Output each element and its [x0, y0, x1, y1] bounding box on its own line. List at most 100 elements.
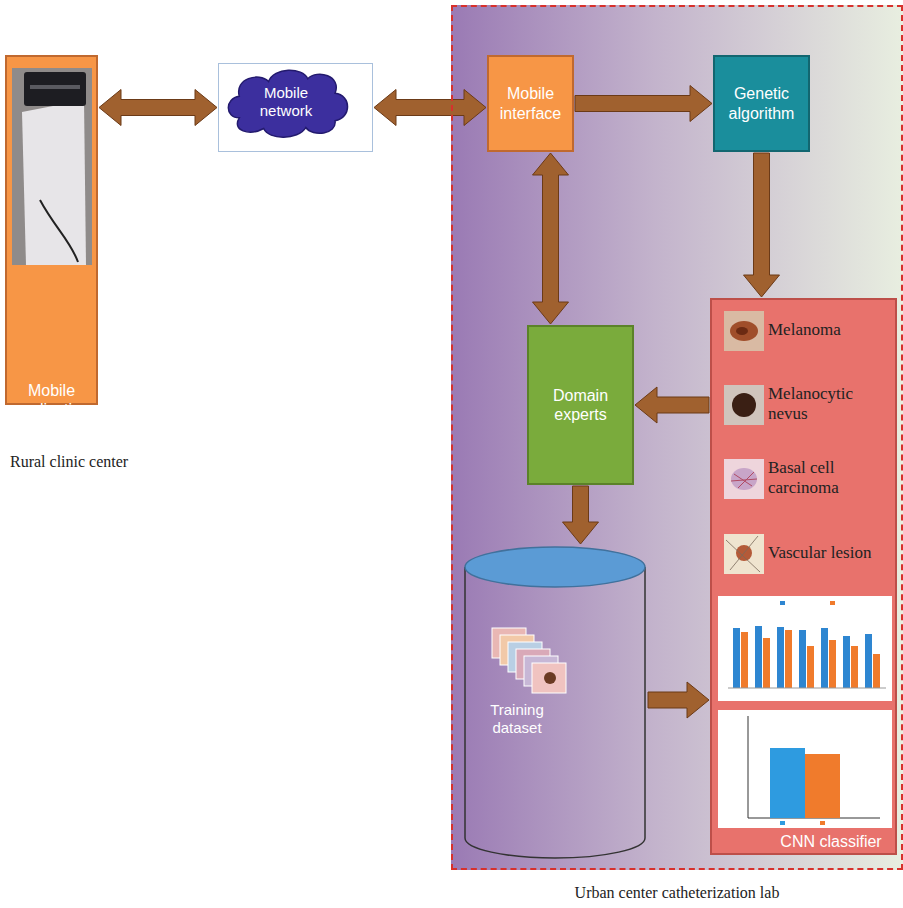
bar-chart: [718, 710, 892, 828]
dataset-thumbnails: [492, 628, 566, 693]
node-fill: [218, 63, 373, 152]
bar-chart: [829, 640, 836, 688]
bar-chart: [733, 628, 740, 688]
bar-chart: [718, 710, 892, 828]
node-fills: [5, 5, 903, 870]
bar-chart: [821, 628, 828, 688]
network-cloud: Mobile network: [218, 63, 373, 152]
block-arrow: [99, 90, 217, 126]
dataset-thumbnails: [532, 663, 566, 693]
dataset-cylinder: Training dataset: [463, 545, 647, 860]
dataset-thumbnails: [544, 672, 556, 684]
block-arrow: [374, 90, 486, 126]
block-arrow: [744, 153, 780, 297]
text-slot: Genetic algorithm: [717, 59, 806, 148]
block-arrow: [563, 486, 599, 544]
process-box: Mobile interface: [487, 55, 574, 152]
bar-chart: [718, 596, 892, 701]
phone-photo: [24, 72, 86, 106]
lesion-thumbnails: [736, 327, 748, 335]
text-slot: Melanoma: [768, 308, 892, 352]
label-text: Urban center catheterization lab: [575, 883, 780, 902]
bar-chart: [780, 821, 785, 825]
bar-chart: [763, 638, 770, 688]
label-text: Basal cell carcinoma: [768, 458, 892, 499]
bar-chart: [748, 716, 749, 818]
label-text: Vascular lesion: [768, 543, 871, 563]
app-box: Mobile application: [5, 55, 98, 405]
label-text: Melanoma: [768, 320, 841, 340]
process-box: Domain experts: [527, 325, 634, 485]
bar-chart: [865, 634, 872, 688]
node-fill: [451, 5, 903, 870]
block-arrow: [533, 153, 569, 324]
text-slot: Basal cell carcinoma: [768, 456, 892, 500]
bar-chart: [728, 688, 886, 689]
block-arrow: [648, 682, 709, 718]
label-text: Domain experts: [531, 386, 630, 424]
label-text: Rural clinic center: [10, 452, 128, 471]
text-slot: Vascular lesion: [768, 531, 892, 575]
text-slot: CNN classifier: [770, 831, 892, 853]
lesion-thumbnails: [724, 459, 764, 499]
bar-chart: [755, 626, 762, 688]
cloud-shape: [228, 70, 347, 137]
bar-chart: [785, 630, 792, 688]
block-arrow: [635, 387, 709, 423]
bar-chart: [777, 627, 784, 688]
bar-chart: [770, 748, 805, 818]
bar-chart: [851, 646, 858, 688]
node-fill: [713, 55, 810, 152]
node-fill: [710, 298, 897, 855]
label-text: Training dataset: [467, 701, 567, 737]
text-slot: Domain experts: [531, 329, 630, 481]
text-slot: Training dataset: [467, 693, 567, 745]
text-slot: Rural clinic center: [10, 450, 210, 474]
node-fill: [5, 55, 98, 405]
urban-region: Urban center catheterization labMobile i…: [451, 5, 903, 870]
node-fill: [487, 55, 574, 152]
bar-chart: [799, 630, 806, 688]
cylinder-top: [465, 547, 645, 587]
text-slot: Melanocytic nevus: [768, 382, 892, 426]
label-text: CNN classifier: [780, 832, 881, 851]
bar-chart: [718, 596, 892, 701]
label-text: Mobile network: [236, 84, 336, 120]
label-text: Mobile interface: [491, 84, 570, 122]
bar-chart: [780, 601, 785, 605]
lesion-thumbnails: [726, 536, 760, 572]
lesion-thumbnails: [724, 534, 764, 574]
phone-photo: [12, 68, 92, 265]
lesion-thumbnails: [732, 393, 756, 417]
bar-chart: [820, 821, 825, 825]
lesion-thumbnails: [724, 385, 764, 425]
phone-photo: [22, 100, 86, 265]
text-slot: Mobile interface: [491, 59, 570, 148]
bar-chart: [807, 646, 814, 688]
label-text: Genetic algorithm: [717, 84, 806, 122]
text-slot: Urban center catheterization lab: [451, 881, 903, 905]
bar-chart: [873, 654, 880, 688]
lesion-thumbnails: [730, 321, 758, 341]
phone-photo: [40, 200, 78, 262]
process-box: Genetic algorithm: [713, 55, 810, 152]
phone-photo: [12, 68, 92, 265]
cylinder-shape: [465, 567, 645, 858]
lesion-thumbnails: [731, 472, 757, 488]
lesion-thumbnails: [724, 311, 764, 574]
text-slot: Mobile network: [236, 79, 336, 125]
lesion-thumbnails: [724, 311, 764, 351]
lesion-thumbnails: [731, 468, 757, 490]
classifier-panel: MelanomaMelanocytic nevusBasal cell carc…: [710, 298, 897, 855]
node-fill: [527, 325, 634, 485]
block-arrow: [575, 86, 712, 122]
bar-chart: [830, 601, 835, 605]
label-text: Melanocytic nevus: [768, 384, 892, 425]
text-slot: Mobile application: [9, 355, 94, 445]
bar-chart: [843, 636, 850, 688]
phone-photo: [30, 85, 80, 89]
bar-chart: [741, 632, 748, 688]
bar-chart: [805, 754, 840, 818]
